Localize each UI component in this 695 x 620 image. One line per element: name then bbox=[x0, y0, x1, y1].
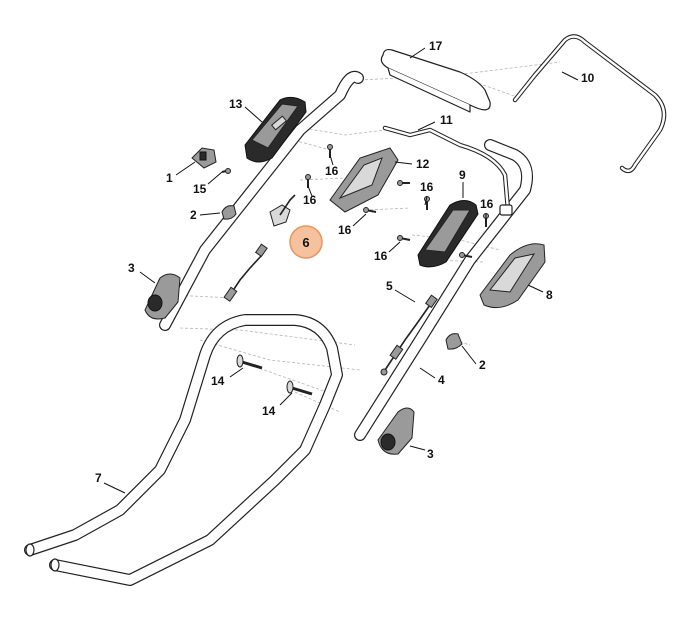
clip-part-2-right[interactable] bbox=[445, 333, 463, 350]
callout-11: 11 bbox=[440, 113, 453, 127]
lower-handle-part-7[interactable] bbox=[24, 314, 343, 586]
callout-2b: 2 bbox=[479, 358, 486, 372]
callout-10: 10 bbox=[581, 71, 595, 85]
screw-16h bbox=[459, 252, 473, 258]
callout-3a: 3 bbox=[128, 261, 135, 275]
callout-3b: 3 bbox=[427, 447, 434, 461]
left-cover-part-13[interactable] bbox=[244, 96, 307, 163]
clamp-part-1[interactable] bbox=[191, 147, 217, 169]
handle-grip-part-17[interactable] bbox=[380, 48, 491, 113]
callout-16a: 16 bbox=[325, 164, 339, 178]
cable-part-5[interactable] bbox=[380, 294, 438, 376]
leader-lines bbox=[103, 47, 579, 494]
screw-16d bbox=[363, 207, 377, 213]
upper-handle-part-4[interactable] bbox=[159, 70, 533, 441]
callout-1: 1 bbox=[166, 171, 173, 185]
callout-13: 13 bbox=[229, 97, 243, 111]
screw-16b bbox=[305, 174, 311, 188]
cable-connector-part-6[interactable] bbox=[223, 194, 296, 302]
callout-15: 15 bbox=[193, 182, 207, 196]
screw-16c bbox=[397, 180, 410, 186]
callout-12: 12 bbox=[416, 157, 430, 171]
callout-7: 7 bbox=[95, 471, 102, 485]
bolt-part-14-upper[interactable] bbox=[236, 354, 263, 370]
clip-part-2-left[interactable] bbox=[221, 205, 237, 220]
callout-6: 6 bbox=[302, 235, 309, 250]
callout-16d: 16 bbox=[338, 223, 352, 237]
callout-labels: 17 10 13 11 12 1 15 16 16 16 16 16 16 9 … bbox=[95, 39, 595, 485]
callout-8: 8 bbox=[546, 288, 553, 302]
right-cover-part-9[interactable] bbox=[417, 200, 479, 268]
screw-part-15[interactable] bbox=[221, 168, 231, 174]
bowden-cable-part-11[interactable] bbox=[382, 125, 513, 216]
assembly-guide-lines bbox=[169, 61, 561, 413]
bracket-part-3-left[interactable] bbox=[144, 273, 181, 320]
callout-14a: 14 bbox=[211, 374, 225, 388]
callout-16e: 16 bbox=[374, 249, 388, 263]
callout-5: 5 bbox=[386, 279, 393, 293]
highlight-circle bbox=[289, 225, 323, 259]
callout-9: 9 bbox=[459, 168, 466, 182]
bolt-part-14-lower[interactable] bbox=[286, 380, 313, 396]
callout-2a: 2 bbox=[190, 208, 197, 222]
control-bar-part-10[interactable] bbox=[512, 34, 667, 174]
callout-16f: 16 bbox=[480, 197, 494, 211]
callout-14b: 14 bbox=[262, 404, 276, 418]
center-cover-part-12[interactable] bbox=[329, 147, 399, 213]
screw-16f bbox=[397, 235, 411, 241]
callout-17: 17 bbox=[429, 39, 443, 53]
side-cover-part-8[interactable] bbox=[479, 243, 546, 309]
callout-16b: 16 bbox=[303, 193, 317, 207]
callout-16c: 16 bbox=[420, 180, 434, 194]
bracket-part-3-right[interactable] bbox=[377, 407, 415, 455]
highlighted-callout-6[interactable]: 6 bbox=[289, 225, 323, 259]
callout-4: 4 bbox=[438, 373, 445, 387]
